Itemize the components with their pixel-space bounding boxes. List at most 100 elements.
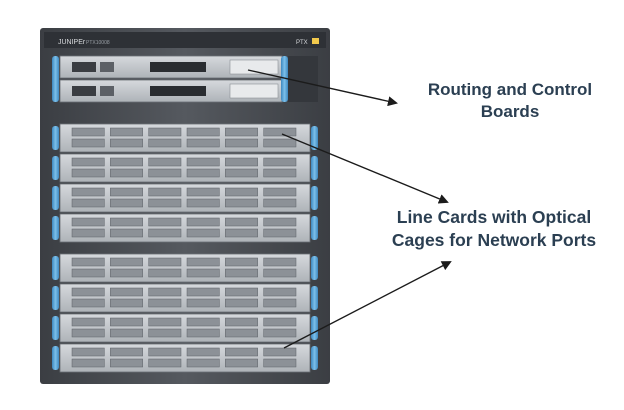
optical-cage: [263, 187, 297, 197]
optical-cage: [148, 187, 182, 197]
optical-cage: [186, 127, 220, 137]
optical-cage: [225, 317, 258, 327]
optical-cage: [110, 168, 143, 178]
card-handle-left: [52, 286, 59, 310]
optical-cage: [71, 358, 105, 368]
optical-cage: [110, 198, 143, 208]
optical-cage: [71, 168, 105, 178]
optical-cage: [263, 328, 297, 338]
card-handle-left: [52, 126, 59, 150]
optical-cage: [263, 287, 297, 297]
card-handle-left: [52, 216, 59, 240]
card-handle-right: [311, 156, 318, 180]
optical-cage: [110, 287, 143, 297]
brand-logo: JUNIPEr: [58, 39, 86, 46]
optical-cage: [225, 198, 258, 208]
optical-cage: [225, 287, 258, 297]
optical-cage: [225, 328, 258, 338]
optical-cage: [225, 217, 258, 227]
optical-cage: [225, 257, 258, 267]
optical-cage: [263, 217, 297, 227]
optical-cage: [71, 347, 105, 357]
arrow-linecards-upper: [281, 133, 449, 204]
optical-cage: [186, 298, 220, 308]
optical-cage: [263, 317, 297, 327]
card-handle-left: [52, 256, 59, 280]
optical-cage: [225, 168, 258, 178]
optical-cage: [186, 257, 220, 267]
card-handle-right: [311, 346, 318, 370]
card-handle-right: [311, 256, 318, 280]
rcb-handle-right: [281, 56, 288, 102]
optical-cage: [225, 157, 258, 167]
optical-cage: [71, 138, 105, 148]
optical-cage: [148, 347, 182, 357]
optical-cage: [148, 257, 182, 267]
optical-cage: [110, 328, 143, 338]
optical-cage: [71, 257, 105, 267]
optical-cage: [186, 287, 220, 297]
optical-cage: [225, 187, 258, 197]
optical-cage: [110, 298, 143, 308]
chassis-top-panel: [44, 32, 326, 48]
optical-cage: [110, 228, 143, 238]
optical-cage: [110, 138, 143, 148]
arrow-routing: [247, 69, 398, 107]
optical-cage: [263, 157, 297, 167]
optical-cage: [71, 298, 105, 308]
optical-cage: [263, 127, 297, 137]
card-handle-left: [52, 346, 59, 370]
card-handle-right: [311, 286, 318, 310]
optical-cage: [148, 127, 182, 137]
card-handle-right: [311, 186, 318, 210]
optical-cage: [110, 358, 143, 368]
optical-cage: [71, 217, 105, 227]
optical-cage: [186, 217, 220, 227]
card-handle-left: [52, 316, 59, 340]
optical-cage: [148, 217, 182, 227]
optical-cage: [148, 328, 182, 338]
card-handle-left: [52, 186, 59, 210]
callout-routing-line2: Boards: [480, 102, 540, 121]
optical-cage: [148, 157, 182, 167]
optical-cage: [110, 347, 143, 357]
optical-cage: [148, 287, 182, 297]
callout-routing-control: Routing and Control Boards: [420, 79, 600, 123]
optical-cage: [186, 328, 220, 338]
optical-cage: [186, 268, 220, 278]
card-handle-left: [52, 156, 59, 180]
optical-cage: [225, 298, 258, 308]
optical-cage: [225, 127, 258, 137]
optical-cage: [263, 268, 297, 278]
optical-cage: [186, 358, 220, 368]
optical-cage: [263, 228, 297, 238]
optical-cage: [110, 268, 143, 278]
ptx-badge: PTX: [296, 40, 308, 46]
optical-cage: [71, 317, 105, 327]
arrow-linecards-lower: [283, 261, 452, 349]
card-handle-right: [311, 216, 318, 240]
optical-cage: [263, 168, 297, 178]
optical-cage: [71, 268, 105, 278]
optical-cage: [263, 257, 297, 267]
rcb-handle-left: [52, 56, 59, 102]
optical-cage: [148, 168, 182, 178]
optical-cage: [186, 198, 220, 208]
optical-cage: [263, 347, 297, 357]
fan-vent: [288, 56, 318, 102]
optical-cage: [225, 228, 258, 238]
optical-cage: [148, 268, 182, 278]
optical-cage: [71, 198, 105, 208]
line-cards: [52, 123, 318, 373]
optical-cage: [186, 138, 220, 148]
card-handle-right: [311, 126, 318, 150]
optical-cage: [225, 138, 258, 148]
optical-cage: [148, 198, 182, 208]
optical-cage: [148, 138, 182, 148]
optical-cage: [148, 317, 182, 327]
optical-cage: [186, 228, 220, 238]
callout-line-cards: Line Cards with Optical Cages for Networ…: [376, 206, 612, 252]
optical-cage: [186, 168, 220, 178]
optical-cage: [225, 268, 258, 278]
